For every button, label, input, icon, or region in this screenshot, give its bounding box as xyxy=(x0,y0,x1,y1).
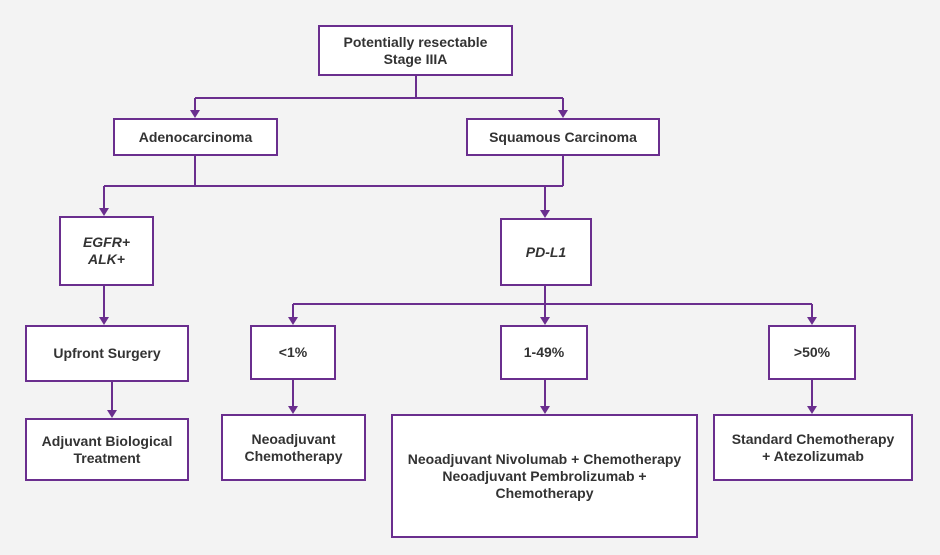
node-squamous-carcinoma: Squamous Carcinoma xyxy=(466,118,660,156)
node-standard-chemotherapy: Standard Chemotherapy + Atezolizumab xyxy=(713,414,913,481)
node-adjuvant-biological: Adjuvant Biological Treatment xyxy=(25,418,189,481)
node-pd-l1-gt50: >50% xyxy=(768,325,856,380)
node-root: Potentially resectable Stage IIIA xyxy=(318,25,513,76)
node-pd-l1: PD-L1 xyxy=(500,218,592,286)
node-adenocarcinoma: Adenocarcinoma xyxy=(113,118,278,156)
node-pd-l1-1-49: 1-49% xyxy=(500,325,588,380)
node-egfr-alk: EGFR+ ALK+ xyxy=(59,216,154,286)
node-upfront-surgery: Upfront Surgery xyxy=(25,325,189,382)
node-neoadjuvant-chemotherapy: Neoadjuvant Chemotherapy xyxy=(221,414,366,481)
node-pd-l1-lt1: <1% xyxy=(250,325,336,380)
node-neoadjuvant-immunotherapy: Neoadjuvant Nivolumab + Chemotherapy Neo… xyxy=(391,414,698,538)
